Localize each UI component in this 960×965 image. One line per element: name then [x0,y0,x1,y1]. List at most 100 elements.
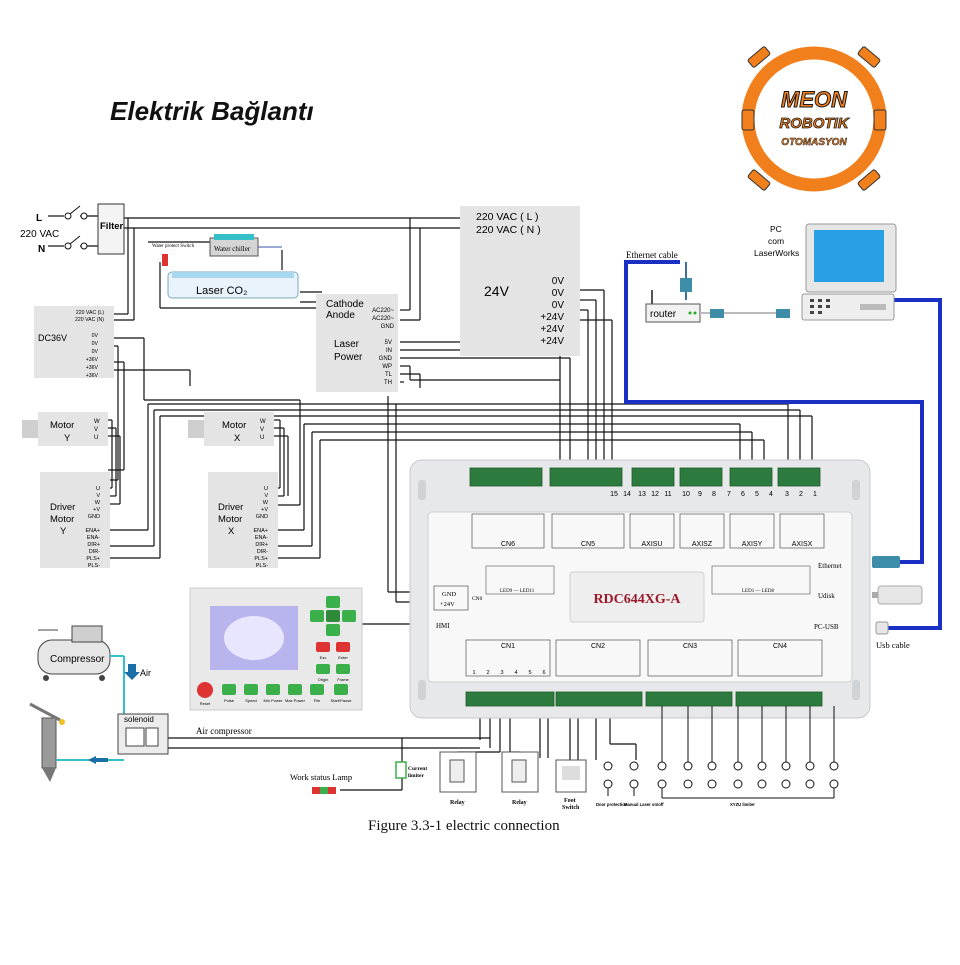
compressor: Compressor Air [37,625,151,720]
svg-text:DIR-: DIR- [89,549,100,555]
svg-text:7: 7 [727,491,731,498]
svg-text:PLS+: PLS+ [86,556,100,562]
controller-board: 15 14 13 12 11 10 9 8 7 6 5 4 3 2 1 CN6 … [409,459,871,719]
svg-text:+36V: +36V [86,373,99,379]
svg-text:ENA-: ENA- [255,535,268,541]
svg-text:6: 6 [741,491,745,498]
limit-switch-labels: Door protection Manual Laser on/off XYZU… [596,802,755,807]
svg-text:Power: Power [334,352,363,363]
svg-text:PC-USB: PC-USB [814,623,839,631]
enter-key-icon [336,642,350,652]
svg-text:IN: IN [386,348,392,354]
pc-computer: PC com LaserWorks [754,223,897,321]
svg-text:PLS-: PLS- [256,563,268,569]
logo-line3: OTOMASYON [781,137,847,148]
svg-text:Motor: Motor [222,420,246,431]
svg-text:U: U [94,435,98,441]
svg-text:TL: TL [385,372,393,378]
svg-text:WP: WP [382,364,392,370]
water-chiller: Water protect Switch Water chiller [152,234,282,266]
svg-text:+24V: +24V [540,336,564,347]
motor-x: Motor X WVU [188,412,274,446]
dc36v-supply: DC36V 220 VAC (L) 220 VAC (N) 0V 0V 0V +… [34,306,114,379]
svg-text:+24V: +24V [540,312,564,323]
svg-text:XYZU limiter: XYZU limiter [730,802,755,807]
svg-text:9: 9 [698,491,702,498]
foot-switch: Foot Switch [555,759,587,811]
svg-text:CN2: CN2 [591,643,605,650]
svg-text:3: 3 [785,491,789,498]
svg-text:Y: Y [60,526,67,537]
svg-text:+V: +V [93,507,100,513]
svg-text:Max Power: Max Power [285,698,306,703]
svg-text:W: W [95,500,101,506]
svg-text:Laser: Laser [334,339,360,350]
dc36v-title: DC36V [38,333,67,343]
limit-switches [603,706,839,799]
svg-text:Ethernet cable: Ethernet cable [626,250,678,260]
svg-text:GND: GND [381,324,395,330]
svg-text:Driver: Driver [218,502,243,513]
hmi-panel: Esc Enter Origin Frame Reset Pulse Speed… [189,587,363,711]
relay-1: Relay [439,751,477,806]
svg-text:Current: Current [408,766,427,772]
svg-text:limiter: limiter [408,773,424,779]
svg-text:U: U [264,486,268,492]
svg-text:LaserWorks: LaserWorks [754,248,799,258]
svg-text:Ethernet: Ethernet [818,562,842,570]
svg-text:+36V: +36V [86,357,99,363]
svg-text:+36V: +36V [86,365,99,371]
svg-text:220 VAC (L): 220 VAC (L) [76,310,104,316]
svg-text:V: V [96,493,100,499]
svg-text:0V: 0V [552,288,565,299]
svg-text:W: W [260,419,266,425]
router-label: router [650,309,677,320]
svg-text:X: X [228,526,235,537]
svg-text:solenoid: solenoid [124,715,154,724]
svg-text:Manual Laser on/off: Manual Laser on/off [624,802,664,807]
svg-text:4: 4 [514,670,517,676]
origin-key-icon [316,664,330,674]
page-title: Elektrik Bağlantı [110,96,314,126]
svg-text:CN3: CN3 [683,643,697,650]
svg-text:Frame: Frame [337,677,349,682]
svg-text:TH: TH [384,380,392,386]
svg-text:ENA+: ENA+ [85,528,100,534]
svg-text:U: U [96,486,100,492]
svg-text:HMI: HMI [436,622,450,630]
svg-text:Air: Air [140,668,151,678]
air-compressor-label: Air compressor [196,726,252,736]
laser-tube: Laser CO₂ [167,271,299,299]
mains-n-label: N [38,244,45,255]
svg-text:GND: GND [379,356,393,362]
svg-text:GND: GND [256,514,268,520]
laser-power-supply: Cathode Anode Laser Power AC220~ AC220~ … [316,294,398,392]
work-status-lamp: Work status Lamp [290,772,352,794]
svg-text:Motor: Motor [50,514,74,525]
svg-text:15: 15 [610,491,618,498]
meon-logo: MEON ROBOTIK OTOMASYON [741,46,887,192]
svg-text:Motor: Motor [218,514,242,525]
frame-key-icon [336,664,350,674]
svg-text:AXISZ: AXISZ [692,541,713,548]
svg-text:Enter: Enter [338,655,348,660]
svg-text:Water protect Switch: Water protect Switch [152,244,195,249]
driver-motor-x: Driver Motor X UV W+V GND ENA+ENA- DIR+D… [208,472,278,569]
svg-text:Esc: Esc [320,655,327,660]
psu-24v: 220 VAC ( L ) 220 VAC ( N ) 24V 0V 0V 0V… [460,206,580,356]
laser-tube-label: Laser CO₂ [196,285,247,297]
svg-text:V: V [264,493,268,499]
svg-text:Relay: Relay [450,800,465,806]
svg-text:PLS-: PLS- [88,563,100,569]
svg-text:0V: 0V [552,300,565,311]
svg-text:2: 2 [486,670,489,676]
svg-text:W: W [94,419,100,425]
svg-text:1: 1 [813,491,817,498]
motor-y: Motor Y WVU [22,412,108,446]
svg-text:CN1: CN1 [501,643,515,650]
svg-text:+V: +V [261,507,268,513]
svg-text:ENA+: ENA+ [253,528,268,534]
svg-text:DIR+: DIR+ [255,542,268,548]
svg-text:Cathode: Cathode [326,299,364,310]
